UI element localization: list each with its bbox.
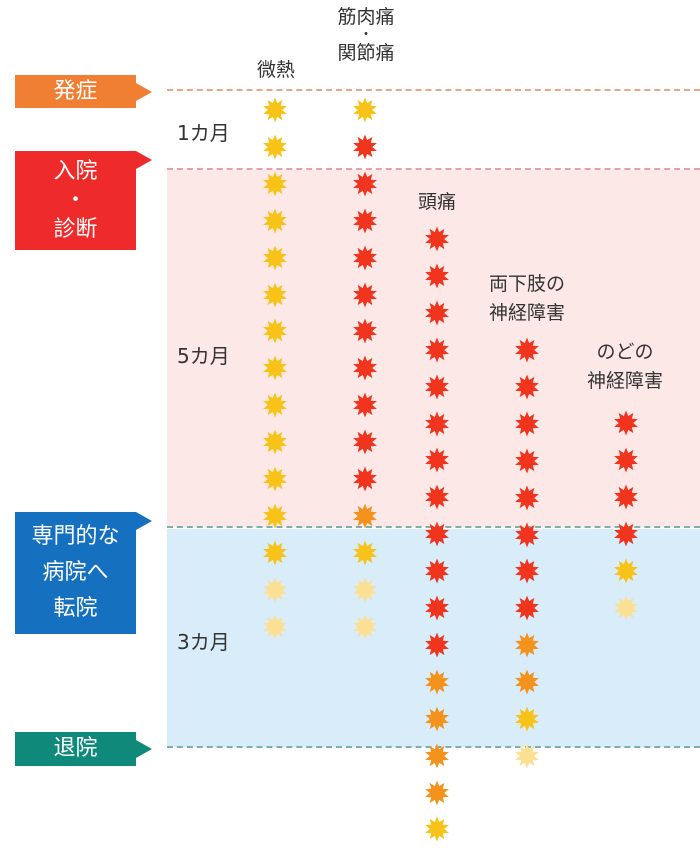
symptom-marker-throat-red: [613, 484, 639, 510]
symptom-marker-fever-pale: [262, 577, 288, 603]
symptom-marker-fever-yellow: [262, 134, 288, 160]
discharge-line: [167, 746, 700, 748]
symptom-marker-legs-red: [514, 558, 540, 584]
symptom-marker-throat-red: [613, 521, 639, 547]
symptom-marker-fever-yellow: [262, 392, 288, 418]
symptom-marker-headache-orange: [424, 706, 450, 732]
symptom-marker-headache-red: [424, 484, 450, 510]
symptom-marker-legs-red: [514, 485, 540, 511]
symptom-marker-muscle-red: [352, 208, 378, 234]
symptom-marker-muscle-yellow: [352, 97, 378, 123]
duration-onset-to-admission: 1カ月: [177, 121, 230, 145]
symptom-marker-headache-red: [424, 300, 450, 326]
symptom-marker-headache-yellow: [424, 816, 450, 842]
symptom-marker-muscle-pale: [352, 614, 378, 640]
symptom-marker-fever-yellow: [262, 429, 288, 455]
stage-tag-transfer: 専門的な 病院へ 転院: [15, 512, 152, 634]
symptom-marker-legs-red: [514, 337, 540, 363]
stage-tag-admission: 入院 ・ 診断: [15, 151, 152, 250]
symptom-marker-legs-red: [514, 522, 540, 548]
stage-label-onset: 発症: [53, 78, 98, 104]
symptom-marker-muscle-red: [352, 318, 378, 344]
symptom-marker-muscle-red: [352, 171, 378, 197]
symptom-marker-headache-red: [424, 263, 450, 289]
symptom-marker-headache-red: [424, 447, 450, 473]
symptom-marker-fever-pale: [262, 614, 288, 640]
stage-label-admission: 入院 ・ 診断: [53, 159, 98, 242]
symptom-marker-headache-red: [424, 374, 450, 400]
symptom-marker-headache-red: [424, 595, 450, 621]
symptom-header-leg-neuropathy: 両下肢の 神経障害: [488, 273, 565, 324]
symptom-marker-headache-red: [424, 558, 450, 584]
symptom-marker-muscle-yellow: [352, 540, 378, 566]
symptom-marker-headache-red: [424, 632, 450, 658]
symptom-marker-fever-yellow: [262, 97, 288, 123]
symptom-marker-fever-yellow: [262, 171, 288, 197]
symptom-marker-throat-pale: [613, 595, 639, 621]
symptom-marker-headache-orange: [424, 669, 450, 695]
stage-label-discharge: 退院: [53, 736, 98, 761]
symptom-marker-muscle-red: [352, 355, 378, 381]
symptom-marker-headache-red: [424, 226, 450, 252]
symptom-marker-muscle-pale: [352, 577, 378, 603]
symptom-header-fever: 微熱: [256, 59, 295, 81]
symptom-marker-muscle-red: [352, 134, 378, 160]
symptom-marker-throat-red: [613, 410, 639, 436]
symptom-marker-legs-red: [514, 595, 540, 621]
symptom-marker-muscle-red: [352, 245, 378, 271]
symptom-marker-headache-orange: [424, 780, 450, 806]
symptom-marker-fever-yellow: [262, 540, 288, 566]
symptom-marker-headache-red: [424, 521, 450, 547]
symptom-marker-muscle-orange: [352, 503, 378, 529]
symptom-marker-muscle-red: [352, 466, 378, 492]
symptom-marker-muscle-red: [352, 392, 378, 418]
symptom-header-headache: 頭痛: [417, 191, 456, 213]
stage-tag-discharge: 退院: [15, 732, 152, 766]
symptom-marker-fever-yellow: [262, 355, 288, 381]
stage-tag-onset: 発症: [15, 75, 152, 108]
symptom-marker-headache-orange: [424, 743, 450, 769]
symptom-marker-headache-red: [424, 337, 450, 363]
duration-hospital: 5カ月: [177, 344, 230, 368]
symptom-marker-legs-orange: [514, 632, 540, 658]
symptom-marker-fever-yellow: [262, 503, 288, 529]
symptom-header-muscle-joint: 筋肉痛・関節痛: [337, 6, 395, 64]
symptom-marker-fever-yellow: [262, 282, 288, 308]
symptom-marker-fever-yellow: [262, 245, 288, 271]
symptom-marker-fever-yellow: [262, 318, 288, 344]
symptom-marker-legs-red: [514, 448, 540, 474]
symptom-marker-fever-yellow: [262, 208, 288, 234]
symptom-marker-muscle-red: [352, 282, 378, 308]
stage-label-transfer: 専門的な 病院へ 転院: [31, 524, 120, 621]
symptom-marker-legs-red: [514, 374, 540, 400]
symptom-marker-muscle-red: [352, 429, 378, 455]
admission-line: [167, 168, 700, 170]
symptom-marker-throat-yellow: [613, 558, 639, 584]
symptom-header-throat-neuropathy: のどの 神経障害: [586, 341, 663, 392]
symptom-marker-legs-yellow: [514, 706, 540, 732]
symptom-marker-headache-red: [424, 411, 450, 437]
symptom-marker-legs-orange: [514, 669, 540, 695]
onset-line: [167, 89, 700, 91]
symptom-marker-fever-yellow: [262, 466, 288, 492]
symptom-marker-legs-red: [514, 411, 540, 437]
symptom-marker-legs-pale: [514, 743, 540, 769]
symptom-marker-throat-red: [613, 447, 639, 473]
duration-specialist: 3カ月: [177, 630, 230, 654]
